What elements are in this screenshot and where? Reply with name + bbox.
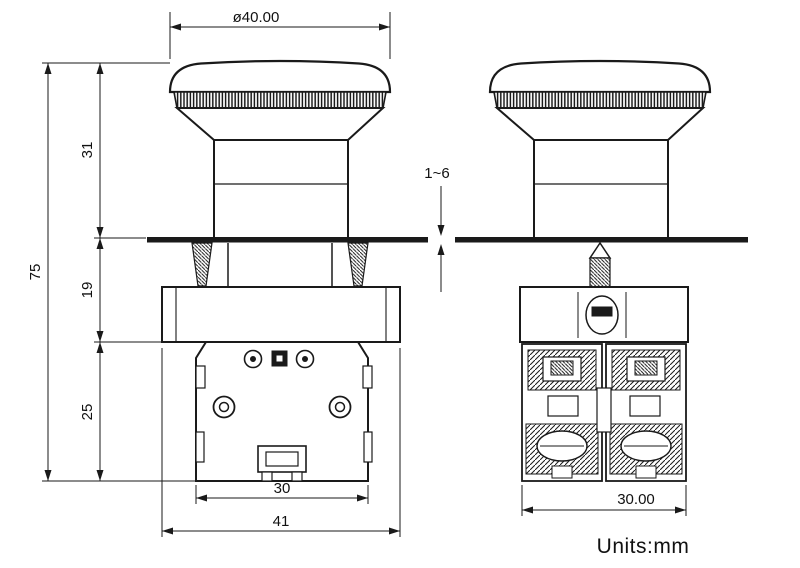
front-view: [161, 59, 401, 482]
side-right-terminal-top-clamp: [634, 360, 658, 376]
arrow-down-icon: [96, 470, 104, 481]
arrow-down-icon: [96, 227, 104, 238]
side-left-foot: [551, 465, 573, 479]
arrow-right-icon: [675, 506, 686, 514]
arrow-left-icon: [522, 506, 533, 514]
front-mount-screw-right: [347, 242, 369, 287]
arrow-down-icon: [44, 470, 52, 481]
side-left-mid-detail: [547, 395, 579, 417]
side-stud-thread: [589, 257, 611, 288]
front-contact-housing: [195, 341, 369, 482]
side-neck: [533, 139, 669, 239]
front-cone: [174, 107, 386, 141]
dim-label-body-width-front: 30: [274, 480, 291, 497]
dim-label-flange-width-front: 41: [273, 513, 290, 530]
arrow-up-icon: [44, 63, 52, 74]
front-neck: [213, 139, 349, 239]
arrow-down-icon: [96, 331, 104, 342]
arrow-right-icon: [379, 23, 390, 31]
dim-label-lower-height: 25: [79, 404, 96, 421]
front-mount-screw-left: [191, 242, 213, 287]
front-connector-foot-left: [261, 471, 273, 482]
dim-label-total-height: 75: [27, 264, 44, 281]
front-center-block-inner: [276, 355, 283, 362]
front-side-clip-right-top: [362, 365, 373, 389]
arrow-right-icon: [389, 527, 400, 535]
dim-label-panel-thickness: 1~6: [424, 165, 449, 182]
front-connector-foot-right: [291, 471, 303, 482]
side-cam-slot: [591, 306, 613, 317]
dimension-annotations: [42, 12, 687, 537]
side-knurl-band: [493, 91, 707, 109]
front-side-clip-right-bottom: [363, 431, 373, 463]
front-side-clip-left-bottom: [195, 431, 205, 463]
front-body-screw-right-inner: [334, 401, 346, 413]
side-stud-tip: [588, 241, 612, 259]
arrow-up-icon: [96, 238, 104, 249]
side-mushroom-cap: [488, 59, 712, 94]
arrow-right-icon: [357, 494, 368, 502]
front-connector-inner: [265, 451, 299, 467]
side-right-mid-detail: [629, 395, 661, 417]
dim-label-body-width-side: 30.00: [617, 491, 655, 508]
front-top-screw-right-dot: [302, 356, 308, 362]
side-left-terminal-top-clamp: [550, 360, 574, 376]
dim-label-head-height: 31: [79, 142, 96, 159]
side-cone: [494, 107, 706, 141]
front-mushroom-cap: [168, 59, 392, 94]
dim-label-mid-height: 19: [79, 282, 96, 299]
units-label: Units:mm: [597, 535, 690, 558]
arrow-up-icon: [96, 342, 104, 353]
mounting-panel-left: [147, 237, 428, 243]
side-view: [488, 59, 712, 482]
arrow-up-icon: [96, 63, 104, 74]
front-knurl-band: [173, 91, 387, 109]
front-side-clip-left-top: [195, 365, 206, 389]
dim-label-head-diameter: ø40.00: [233, 9, 280, 26]
side-center-latch: [596, 387, 612, 433]
mounting-panel-right: [455, 237, 748, 243]
front-body-screw-left-inner: [218, 401, 230, 413]
front-flange: [161, 286, 401, 343]
arrow-left-icon: [196, 494, 207, 502]
arrow-up-icon: [437, 244, 445, 255]
arrow-down-icon: [437, 225, 445, 236]
front-top-screw-left-dot: [250, 356, 256, 362]
side-right-foot: [635, 465, 657, 479]
arrow-left-icon: [162, 527, 173, 535]
arrow-left-icon: [170, 23, 181, 31]
